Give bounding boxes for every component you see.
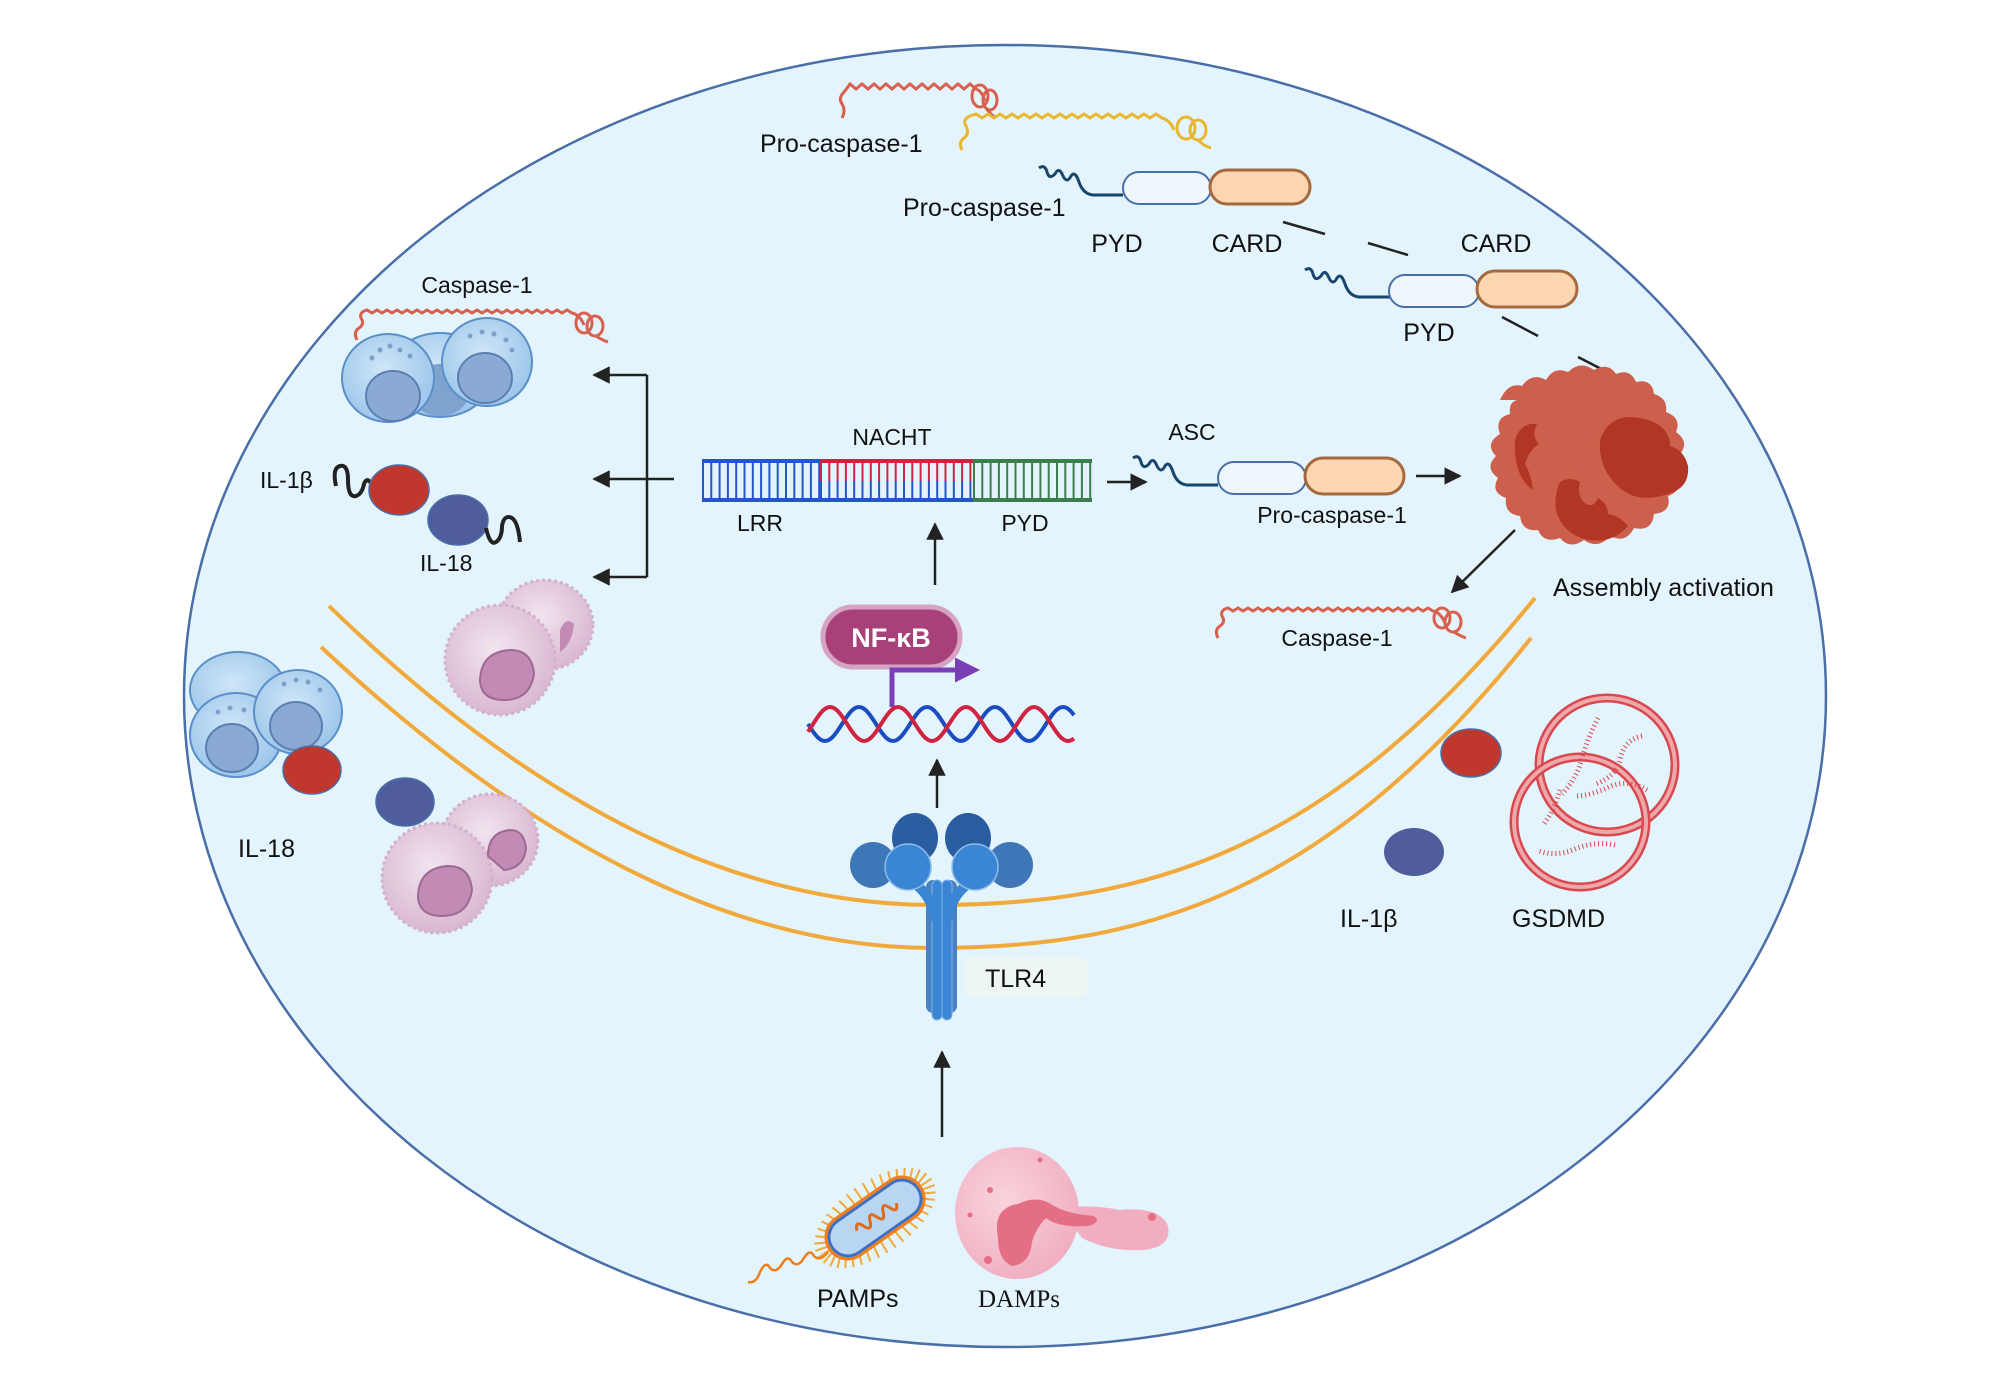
- gsdmd-pore-icon: [1509, 693, 1680, 892]
- pyd-domain: [1217, 461, 1307, 495]
- card-domain: [1475, 269, 1579, 309]
- asc-tail: [1132, 455, 1218, 487]
- pyd-domain: [1388, 274, 1480, 308]
- nucleus: [1555, 479, 1628, 541]
- procaspase-domain-top: [1038, 165, 1312, 206]
- pamps-label: PAMPs: [817, 1285, 899, 1313]
- immune-cells-purple-top: [443, 578, 595, 717]
- pyd-top-label: PYD: [1091, 230, 1142, 258]
- flagellum: [747, 1251, 829, 1284]
- assembly-activation-label: Assembly activation: [1553, 574, 1774, 602]
- il1b-molecule-left: [368, 464, 430, 516]
- procaspase-top-label: Pro-caspase-1: [760, 130, 923, 158]
- damaged-cell-icon: [955, 1147, 1169, 1279]
- il18-molecule-lower: [375, 777, 435, 827]
- nfkb-label: NF-κB: [851, 623, 931, 653]
- caspase-right-label: Caspase-1: [1281, 625, 1392, 651]
- pyd-domain: [1122, 171, 1212, 205]
- procaspase-chain-yellow: [958, 112, 1212, 151]
- asc-procaspase: [1132, 455, 1406, 496]
- il18-tail: [484, 515, 522, 545]
- bacterium-icon: [814, 1167, 936, 1269]
- immune-cells-blue-bottom: [189, 651, 343, 778]
- tlr4-receptor: [850, 813, 1033, 1021]
- pyd-nlrp3-label: PYD: [1001, 510, 1048, 536]
- gsdmd-label: GSDMD: [1512, 905, 1605, 933]
- card-top-label: CARD: [1212, 230, 1283, 258]
- blue-cell: [341, 333, 435, 423]
- tlr4-label: TLR4: [985, 965, 1046, 993]
- il1b-left-label: IL-1β: [260, 467, 313, 493]
- arrow-assembly-to-caspase: [1450, 529, 1516, 594]
- dna-strand-red: [806, 704, 1076, 744]
- il1b-molecule-right: [1440, 728, 1502, 778]
- caspase-chain-left: [353, 308, 609, 344]
- procaspase-chain-red: [838, 81, 999, 120]
- card-domain: [1303, 456, 1406, 496]
- il1b-tail: [332, 463, 376, 499]
- caspase-left-label: Caspase-1: [421, 272, 532, 298]
- il1b-right-label: IL-1β: [1340, 905, 1397, 933]
- pyd-tail: [1304, 267, 1395, 299]
- nfkb-badge: NF-κB: [820, 604, 963, 670]
- nucleus: [1514, 423, 1539, 490]
- blue-cell: [441, 317, 533, 407]
- il18-lower-label: IL-18: [238, 835, 295, 863]
- immune-cells-blue-top: [341, 317, 533, 423]
- il1b-molecule-lower: [282, 745, 342, 795]
- il18-molecule-right: [1384, 828, 1444, 876]
- tlr4-label-box: [965, 958, 1088, 997]
- pyd-nlrp3-domain: [973, 459, 1092, 502]
- pyd-right-label: PYD: [1403, 319, 1454, 347]
- il18-molecule-left: [427, 494, 489, 546]
- il18-left-label: IL-18: [420, 550, 472, 576]
- card-right-label: CARD: [1461, 230, 1532, 258]
- nacht-domain: [820, 459, 973, 502]
- caspase-chain-right: [1214, 606, 1467, 640]
- card-domain: [1208, 168, 1312, 206]
- dna-strand-blue: [806, 705, 1076, 743]
- blue-cell: [253, 669, 343, 755]
- transcription-arrow: [889, 657, 980, 707]
- dna-helix: [806, 704, 1076, 744]
- procaspase-mid-label: Pro-caspase-1: [903, 194, 1066, 222]
- output-bracket: [592, 366, 674, 586]
- immune-cells-purple-bottom: [380, 792, 540, 935]
- nucleus: [1599, 416, 1689, 498]
- pyroptotic-cell: [1490, 365, 1689, 545]
- nlrp3-protein: [702, 459, 1092, 502]
- lrr-label: LRR: [737, 510, 783, 536]
- pyd-tail: [1038, 165, 1123, 197]
- nacht-label: NACHT: [852, 424, 931, 450]
- procaspase-asc-label: Pro-caspase-1: [1257, 502, 1407, 528]
- lrr-domain: [702, 459, 821, 502]
- damps-label: DAMPs: [978, 1286, 1060, 1313]
- procaspase-domain-right: [1304, 267, 1579, 309]
- asc-label: ASC: [1168, 419, 1215, 445]
